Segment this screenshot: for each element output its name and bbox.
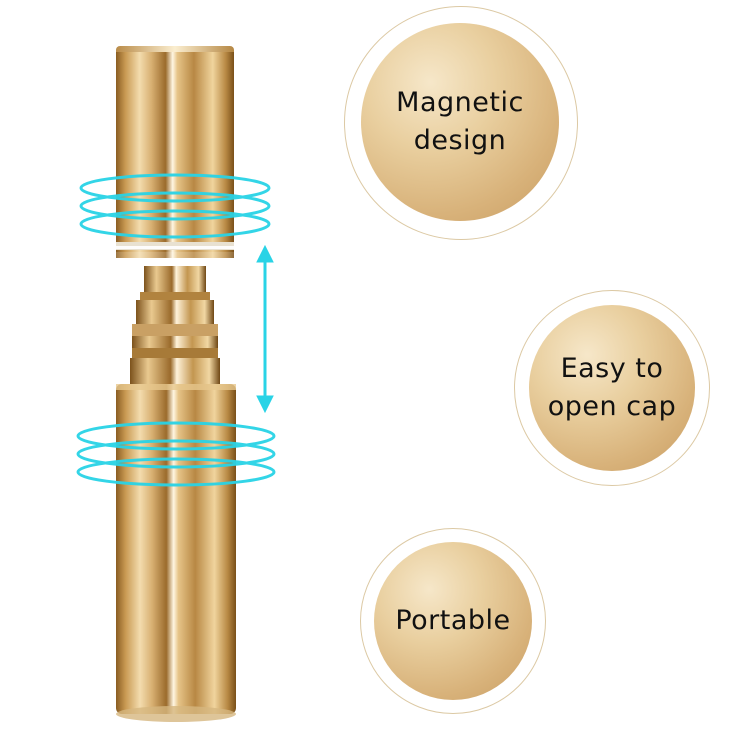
atomizer-neck	[130, 266, 220, 384]
magnetic-rings-bottom	[76, 421, 276, 487]
feature-label-easy-to-open-cap: Easy to open cap	[547, 353, 677, 422]
atomizer-body	[116, 384, 236, 722]
feature-badge-portable: Portable	[360, 528, 546, 714]
separation-arrow-icon	[256, 244, 274, 414]
feature-label-magnetic-design: Magnetic design	[396, 87, 524, 156]
feature-badge-magnetic: Magnetic design	[344, 6, 578, 240]
atomizer-cap	[116, 46, 234, 258]
gold-atomizer-illustration	[76, 46, 276, 722]
magnetic-rings-top	[79, 173, 271, 239]
feature-label-portable: Portable	[395, 605, 511, 636]
feature-badge-easy-open: Easy to open cap	[514, 290, 710, 486]
